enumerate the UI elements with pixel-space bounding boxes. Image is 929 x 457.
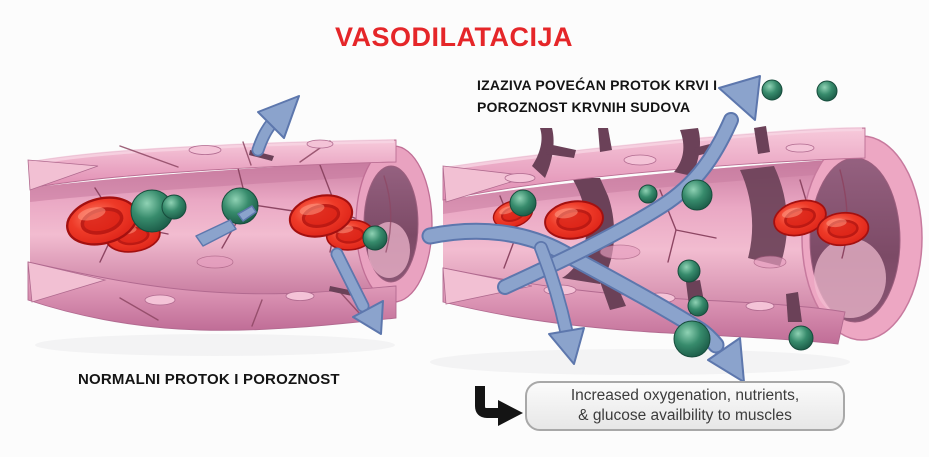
black-corner-arrow-icon — [475, 386, 523, 426]
blue-flow-arrow-icon — [195, 95, 384, 335]
callout-line2: & glucose availbility to muscles — [578, 407, 792, 424]
blood-vessel-dilated — [421, 75, 923, 383]
right-figure-label: IZAZIVA POVEĆAN PROTOK KRVI I POROZNOST … — [477, 74, 717, 118]
right-figure-label-line2: POROZNOST KRVNIH SUDOVA — [477, 99, 691, 115]
left-figure-caption: NORMALNI PROTOK I POROZNOST — [78, 371, 340, 388]
green-nutrient-particle-icon — [130, 187, 388, 251]
right-figure-label-line1: IZAZIVA POVEĆAN PROTOK KRVI I — [477, 77, 718, 93]
shadow-right — [430, 349, 850, 375]
green-nutrient-particle-icon — [509, 79, 838, 358]
callout-line1: Increased oxygenation, nutrients, — [570, 387, 800, 404]
page-title: VASODILATACIJA — [335, 22, 574, 52]
shadow-left — [35, 334, 395, 356]
blood-vessel-normal — [27, 95, 433, 335]
callout-box: Increased oxygenation, nutrients, & gluc… — [525, 381, 845, 431]
